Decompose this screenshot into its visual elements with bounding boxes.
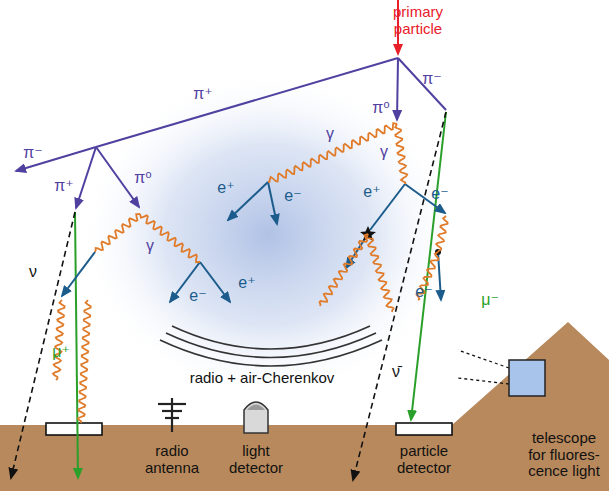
particle-label: γ (326, 125, 334, 143)
detector-label: particle detector (391, 443, 457, 476)
photon-wave (95, 214, 140, 252)
photon-wave (367, 234, 394, 312)
light-detector-window (247, 405, 265, 411)
neutrino-track (11, 212, 75, 478)
particle-label: γ (380, 143, 388, 161)
electron-tracks (62, 182, 445, 302)
muon-track (75, 212, 78, 478)
particle-label: e⁺ (238, 274, 255, 292)
photon-wave (78, 300, 91, 423)
particle-label: μ⁺ (52, 343, 70, 361)
radio-antenna-symbol (158, 398, 186, 432)
particle-label: e⁻ (431, 185, 448, 203)
particle-label: π⁻ (422, 70, 441, 88)
telescope-symbol (509, 360, 545, 396)
particle-label: π⁺ (193, 85, 212, 103)
particle-label: π⁺ (54, 177, 73, 195)
particle-label: e⁺ (217, 179, 234, 197)
particle-detector-symbol (396, 423, 452, 435)
wavefront-arcs (160, 326, 382, 366)
neutrino-track (353, 112, 446, 480)
particle-detector-symbol (46, 423, 102, 435)
particle-label: ν (29, 263, 37, 281)
photon-wave (53, 300, 65, 380)
particle-label: π⁰ (134, 169, 151, 187)
particle-label: e⁻ (415, 283, 432, 301)
detector-label: light detector (223, 443, 289, 476)
particle-label: γ (146, 237, 154, 255)
photon-wave (320, 234, 369, 306)
telescope-view-line (458, 350, 509, 368)
particle-label: π⁰ (372, 99, 389, 117)
particle-label: ν̄ (392, 363, 400, 381)
detector-label: telescope for fluores- cence light (523, 430, 605, 480)
mountain (452, 322, 609, 425)
pion-tracks (16, 58, 446, 208)
photon-tracks (53, 123, 448, 423)
particle-label: e⁻ (284, 187, 301, 205)
light-detector-symbol (244, 402, 268, 433)
photon-wave (436, 216, 447, 252)
telescope-view-line (458, 378, 509, 384)
photon-wave (268, 123, 397, 182)
region-label: radio + air-Cherenkov (190, 370, 335, 387)
primary-label: primary particle (386, 4, 450, 37)
shower-glow (78, 70, 458, 400)
photon-wave (395, 124, 407, 184)
detector-label: radio antenna (140, 443, 204, 476)
particle-label: e⁻ (189, 287, 206, 305)
particle-label: π⁻ (23, 144, 42, 162)
muon-track (411, 112, 446, 420)
photon-wave (140, 214, 200, 262)
particle-label: e⁺ (363, 183, 380, 201)
particle-label: μ⁻ (481, 291, 499, 309)
